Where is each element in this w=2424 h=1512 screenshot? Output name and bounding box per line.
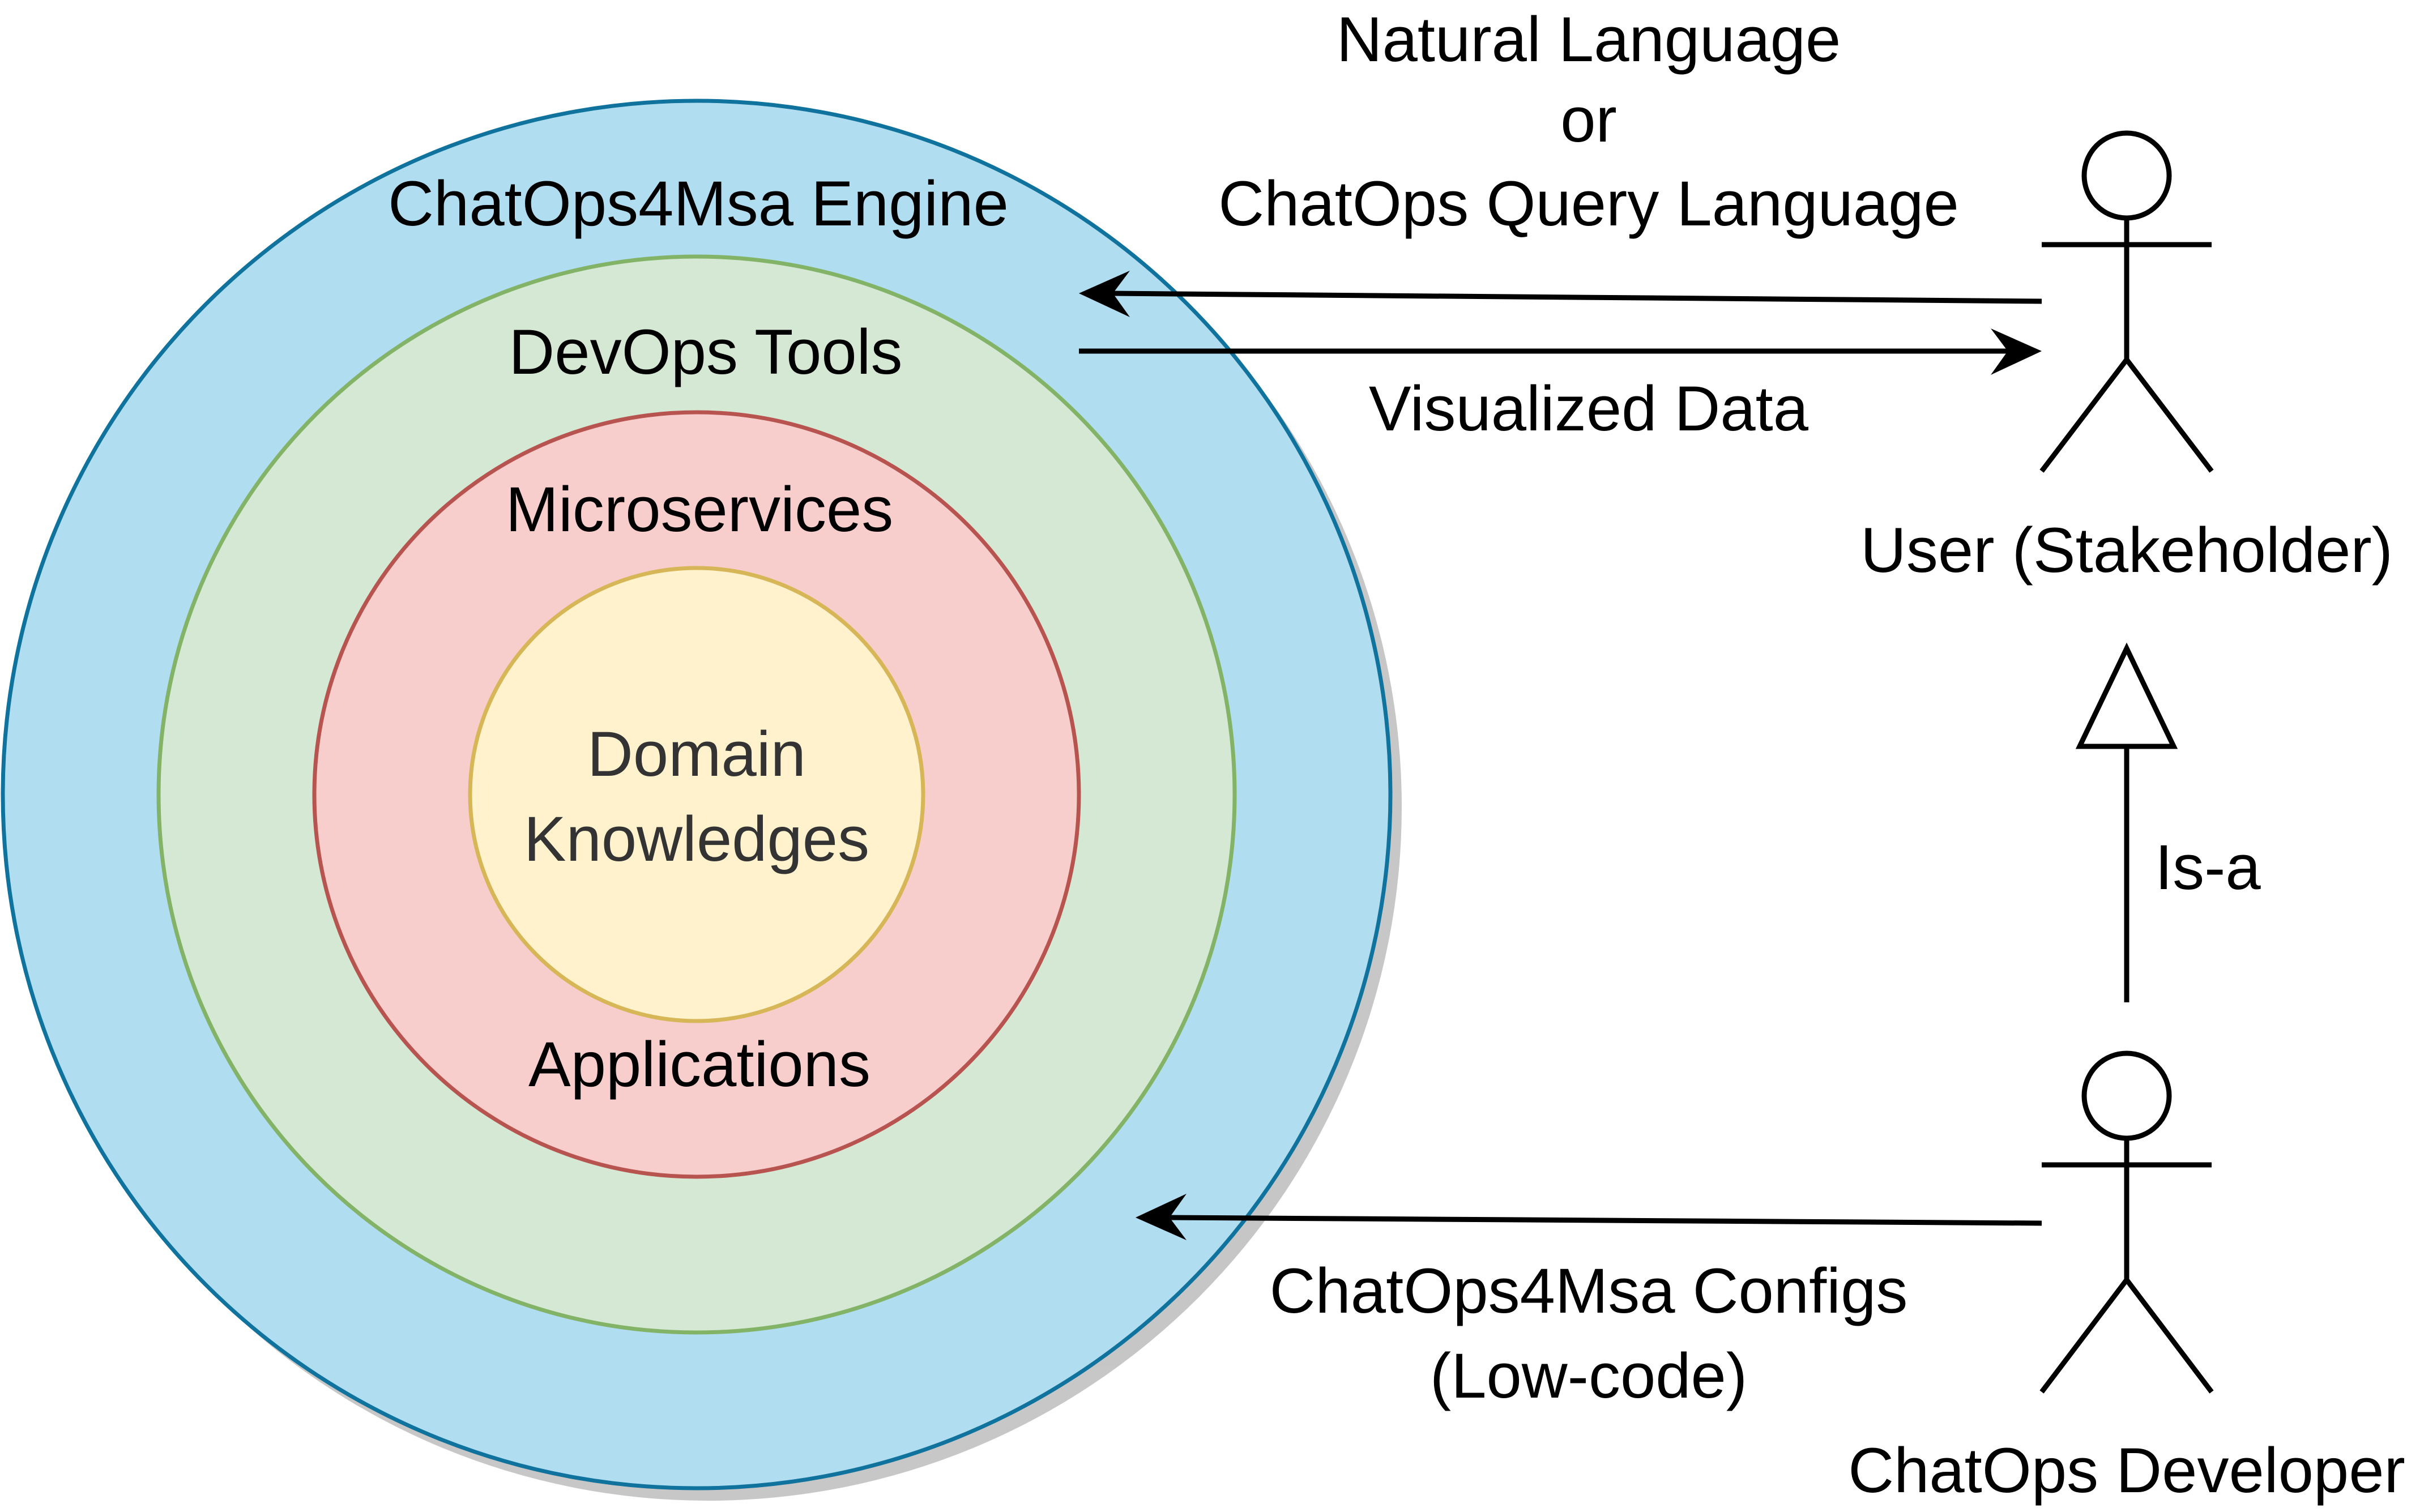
configs-label-line2: (Low-code) [1430,1340,1747,1411]
configs-arrow [1136,1194,2042,1240]
visualized-arrowhead [1991,328,2042,375]
is-a-triangle-head [2075,642,2178,749]
user-right-leg [2124,358,2214,473]
visualized-data-label: Visualized Data [1369,373,1809,444]
configs-label-line1: ChatOps4Msa Configs [1270,1255,1908,1326]
applications-label: Applications [528,1029,870,1100]
query-label-line1: Natural Language [1337,4,1841,75]
microservices-label: Microservices [506,474,894,545]
developer-actor-figure [2039,1050,2214,1394]
is-a-label: Is-a [2155,832,2261,903]
query-arrow [1079,271,2042,317]
devops-label: DevOps Tools [509,317,902,387]
user-head [2081,130,2172,221]
developer-right-leg [2124,1278,2214,1394]
engine-label: ChatOps4Msa Engine [388,168,1009,239]
configs-arrowhead [1136,1194,1187,1240]
developer-actor-label: ChatOps Developer [1848,1435,2405,1506]
user-actor-label: User (Stakeholder) [1860,515,2393,586]
domain-label-line1: Domain [587,719,806,789]
domain-label-line2: Knowledges [524,804,869,874]
user-actor-figure [2039,130,2214,473]
developer-left-leg [2039,1278,2129,1394]
domain-knowledge-layer [468,566,925,1023]
developer-head [2081,1050,2172,1141]
visualized-data-arrow [1079,328,2042,375]
query-label-line3: ChatOps Query Language [1218,168,1959,239]
query-label-line2: or [1560,84,1617,155]
user-left-leg [2039,358,2129,473]
is-a-arrow [2075,642,2178,1002]
query-arrowhead [1079,271,1130,317]
